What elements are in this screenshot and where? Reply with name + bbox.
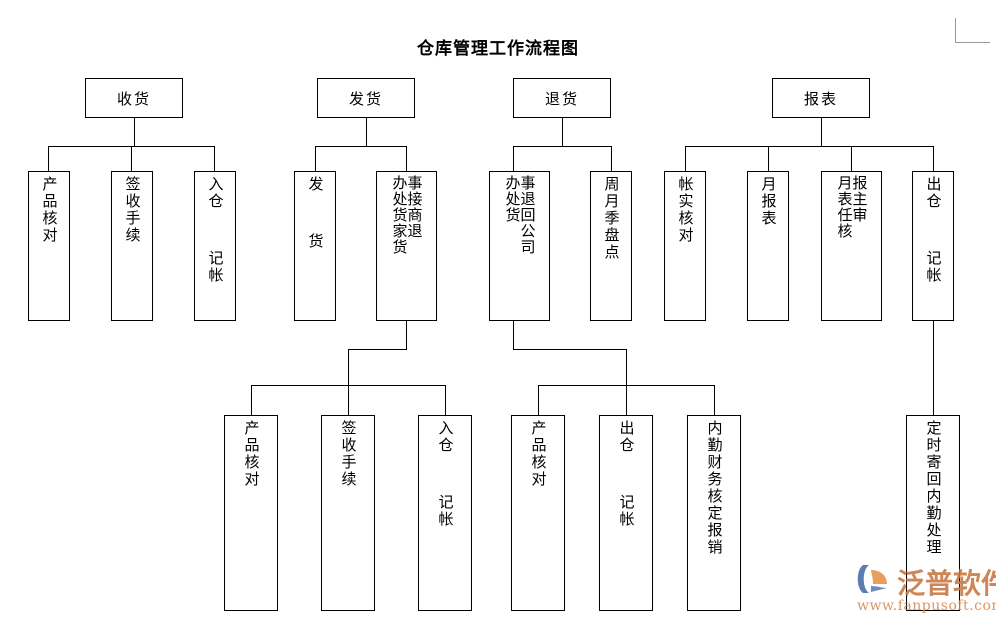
connector-fahuo-stem [366,118,367,146]
node-label: 月报表 [759,176,778,227]
connector-row3-left-drop-3 [445,385,446,415]
connector-shouhuo-drop-3 [214,146,215,171]
node-label: 发货 [348,89,383,108]
node-label: 退货 [544,89,579,108]
node-label: 产品核对 [529,420,548,488]
connector-baobiao-drop-3 [851,146,852,171]
node-label: 签收手续 [123,176,142,244]
node-label-col-right: 事接商退 [405,175,424,239]
node-dingshi-jihui-neiqin[interactable]: 定时寄回内勤处理 [906,415,960,611]
node-label: 帐实核对 [676,176,695,244]
connector-n9-stem [406,321,407,349]
connector-n9-jog [348,349,407,350]
connector-baobiao-drop-2 [768,146,769,171]
node-rucang-jizhang-1[interactable]: 入仓 记帐 [194,171,236,321]
connector-fahuo-drop-2 [406,146,407,171]
node-label-col-left: 办处货家货 [390,175,409,255]
node-label: 入仓 记帐 [436,420,455,528]
node-rucang-jizhang-2[interactable]: 入仓 记帐 [418,415,472,611]
node-shouhuo[interactable]: 收货 [85,78,183,118]
node-chucang-jizhang-2[interactable]: 出仓 记帐 [599,415,653,611]
connector-fahuo-bus [315,146,406,147]
node-label: 签收手续 [339,420,358,488]
node-label: 定时寄回内勤处理 [924,420,943,556]
connector-baobiao-bus [685,146,933,147]
connector-tuihuo-stem [562,118,563,146]
node-qianshou-shouxu-2[interactable]: 签收手续 [321,415,375,611]
connector-row3-right-drop-3 [714,385,715,415]
connector-shouhuo-stem [134,118,135,146]
page-corner-mark [955,18,990,43]
connector-shouhuo-drop-1 [48,146,49,171]
node-label: 出仓 记帐 [924,176,943,284]
connector-baobiao-drop-4 [933,146,934,171]
page-title: 仓库管理工作流程图 [417,39,579,59]
connector-row3-right-drop-2 [626,385,627,415]
node-label-col-left: 月表任核 [835,175,854,239]
node-neiqin-caiwu-baoxiao[interactable]: 内勤财务核定报销 [687,415,741,611]
node-yue-baobiao[interactable]: 月报表 [747,171,789,321]
node-baobiao[interactable]: 报表 [772,78,870,118]
connector-baobiao-drop-1 [685,146,686,171]
node-label: 入仓 记帐 [206,176,225,284]
node-label: 报表 [803,89,838,108]
node-tuihuo[interactable]: 退货 [513,78,611,118]
fanpu-logo-icon [857,565,887,593]
connector-n10-riser [626,349,627,385]
node-jie-shangjia-tuihuo[interactable]: 事接商退 办处货家货 [376,171,437,321]
node-zhou-yue-ji-pandian[interactable]: 周月季盘点 [590,171,632,321]
node-label-col-right: 报主审 [850,175,869,223]
node-chanpin-hedui-3[interactable]: 产品核对 [511,415,565,611]
node-label: 收货 [116,89,151,108]
connector-n15-to-n22 [933,321,934,415]
node-label: 内勤财务核定报销 [705,420,724,556]
node-chanpin-hedui-1[interactable]: 产品核对 [28,171,70,321]
connector-row3-left-drop-1 [251,385,252,415]
node-tuihui-gongsi[interactable]: 事退回公司 办处货 [489,171,550,321]
connector-baobiao-stem [821,118,822,146]
node-zhangshi-hedui[interactable]: 帐实核对 [664,171,706,321]
connector-tuihuo-drop-1 [513,146,514,171]
connector-fahuo-drop-1 [315,146,316,171]
connector-n10-stem [513,321,514,349]
node-chucang-jizhang-1[interactable]: 出仓 记帐 [912,171,954,321]
node-yue-baobiao-zhuren-shenhe[interactable]: 报主审 月表任核 [821,171,882,321]
node-label: 出仓 记帐 [617,420,636,528]
node-label: 产品核对 [242,420,261,488]
node-fahuo[interactable]: 发货 [317,78,415,118]
node-qianshou-shouxu-1[interactable]: 签收手续 [111,171,153,321]
node-label-col-left: 办处货 [503,175,522,223]
node-label-col-right: 事退回公司 [518,175,537,255]
connector-n10-jog [513,349,626,350]
connector-tuihuo-drop-2 [611,146,612,171]
connector-shouhuo-drop-2 [131,146,132,171]
connector-tuihuo-bus [513,146,611,147]
node-label: 发 货 [306,176,325,250]
node-label: 产品核对 [40,176,59,244]
connector-row3-left-drop-2 [348,385,349,415]
connector-row3-right-drop-1 [538,385,539,415]
node-chanpin-hedui-2[interactable]: 产品核对 [224,415,278,611]
connector-n9-riser [348,349,349,385]
node-label: 周月季盘点 [602,176,621,261]
node-fahuo-leaf[interactable]: 发 货 [294,171,336,321]
